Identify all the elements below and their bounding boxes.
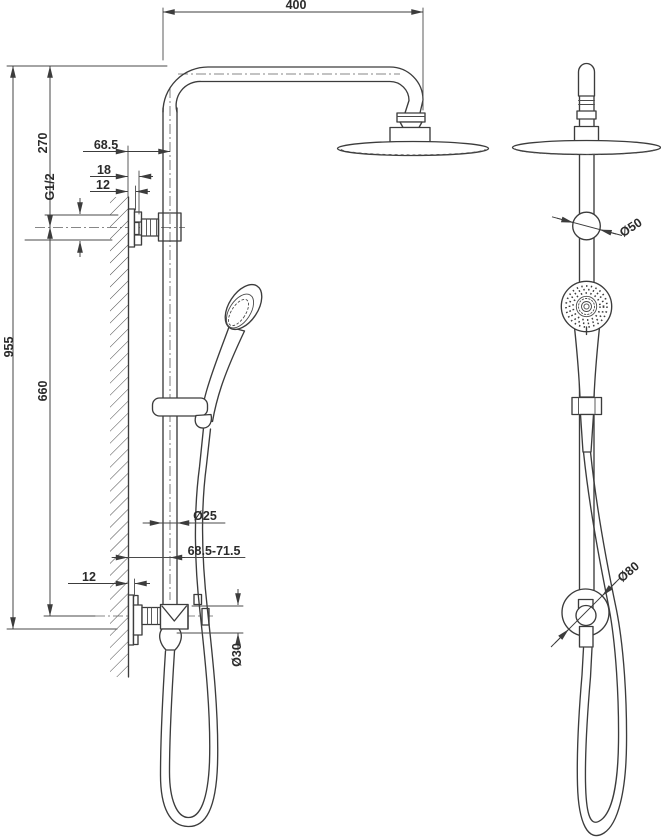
wall-outlet-side bbox=[561, 588, 610, 648]
shower-hose-front bbox=[159, 427, 219, 828]
side-view: Ø50 Ø80 bbox=[511, 62, 661, 837]
dim-thread-label: G1/2 bbox=[43, 173, 57, 200]
shower-hose-side bbox=[576, 451, 628, 837]
extension-lines bbox=[6, 7, 424, 634]
dim-12-top-label: 12 bbox=[96, 178, 110, 192]
dim-riser-diameter-label: Ø25 bbox=[193, 509, 217, 523]
outlet-ball bbox=[575, 604, 597, 627]
shower-arm bbox=[162, 66, 424, 114]
bracket-clamp bbox=[194, 413, 213, 429]
dimensions-side: Ø50 Ø80 bbox=[550, 215, 645, 648]
head-mount bbox=[389, 126, 431, 143]
hand-shower-front bbox=[151, 283, 263, 429]
dim-escutcheon-label: Ø80 bbox=[615, 559, 642, 585]
upper-wall-fitting bbox=[127, 208, 182, 248]
union-nut bbox=[140, 218, 160, 237]
dim-top-width-label: 400 bbox=[286, 0, 307, 12]
dim-18-label: 18 bbox=[97, 163, 111, 177]
riser-pipe-front bbox=[162, 66, 424, 605]
dim-rail-height-label: 660 bbox=[36, 381, 50, 402]
dimensions: 400 955 270 660 68.5 18 12 G1/2 Ø25 bbox=[2, 0, 424, 667]
dim-top-section-label: 270 bbox=[36, 133, 50, 154]
pipe-top-cap bbox=[577, 62, 596, 97]
hose-outlet-cone bbox=[159, 628, 182, 651]
rain-shower-head-side bbox=[511, 125, 661, 156]
diverter-cap bbox=[201, 607, 210, 626]
hand-shower-head bbox=[224, 283, 263, 331]
handle-end-taper bbox=[579, 413, 595, 453]
hose-connector-side bbox=[578, 625, 594, 648]
arm-nut bbox=[396, 112, 426, 123]
dim-wall-riser-bottom-label: 68.5-71.5 bbox=[188, 544, 241, 558]
wall-section bbox=[110, 196, 130, 678]
dim-wall-riser-top-label: 68.5 bbox=[94, 138, 118, 152]
rain-head-nozzles bbox=[340, 149, 486, 156]
hand-shower-side bbox=[560, 280, 613, 453]
head-taper bbox=[399, 121, 423, 129]
lower-wall-fitting bbox=[127, 593, 210, 651]
rain-head-nozzles-side bbox=[514, 148, 658, 156]
dim-total-height-label: 955 bbox=[2, 337, 16, 358]
head-mount-side bbox=[573, 125, 600, 142]
slide-bar-bracket-side bbox=[571, 396, 603, 416]
front-view: 400 955 270 660 68.5 18 12 G1/2 Ø25 bbox=[2, 0, 490, 828]
centerlines bbox=[35, 73, 400, 617]
dim-12-bottom-label: 12 bbox=[82, 570, 96, 584]
dim-ball-joint-label: Ø50 bbox=[617, 215, 644, 240]
wall-hatching bbox=[110, 197, 128, 677]
slide-bar-bracket bbox=[151, 397, 209, 417]
rain-shower-head-front bbox=[336, 112, 490, 157]
riser-tee-upper bbox=[157, 212, 182, 242]
dim-outlet-diameter-label: Ø30 bbox=[230, 643, 244, 667]
